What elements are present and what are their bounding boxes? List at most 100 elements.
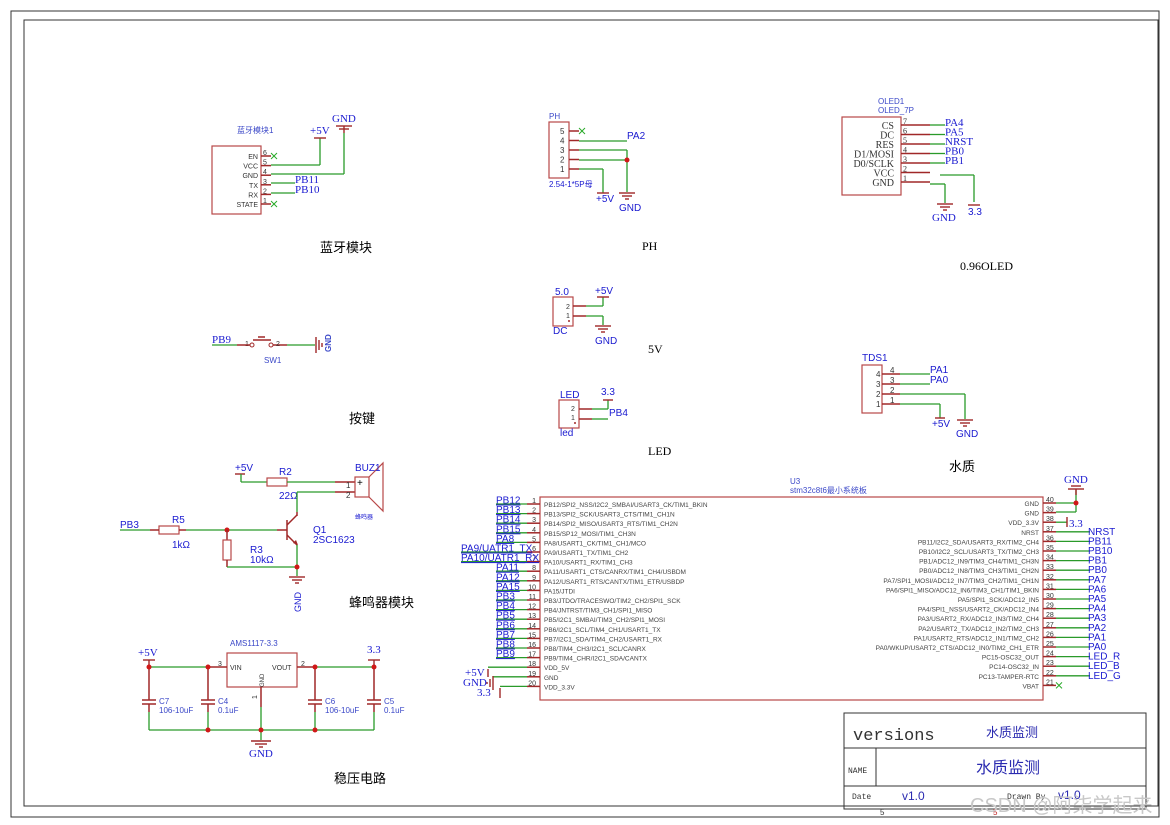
pin-number: 3 xyxy=(876,380,881,389)
net-label: PB1 xyxy=(1088,556,1107,567)
button-module: PB9 1 2 GND SW1 按键 xyxy=(212,334,375,426)
mcu-pin-name: VBAT xyxy=(1023,683,1040,690)
pin-number: 29 xyxy=(1046,603,1054,610)
pin-number: 1 xyxy=(566,313,570,320)
pin-number: 24 xyxy=(1046,651,1054,658)
net-label: PB13 xyxy=(496,505,521,516)
pin-number: 38 xyxy=(1046,516,1054,523)
net-label-pb0: PB0 xyxy=(945,146,964,158)
mcu-pin-name: PB14/SPI2_MISO/USART3_RTS/TIM1_CH2N xyxy=(544,521,678,528)
net-label: NRST xyxy=(1088,527,1115,538)
net-label: PA15 xyxy=(496,582,520,593)
ground-icon xyxy=(315,337,323,353)
net-label-pa5: PA5 xyxy=(945,127,964,139)
mcu-pin-name: PA9/USART1_TX/TIM1_CH2 xyxy=(544,550,629,557)
pin-number: 9 xyxy=(532,575,536,582)
net-label: PB7 xyxy=(496,630,515,641)
power-label-5v: +5V xyxy=(235,463,253,474)
ground-icon xyxy=(251,740,271,748)
no-connect-icon xyxy=(270,152,278,160)
mcu-module: U3 stm32c8t6最小系统板 1PB12/SPI2_NSS/I2C2_SM… xyxy=(461,474,1121,701)
pin-name: VCC xyxy=(873,169,894,180)
net-label: PB9 xyxy=(496,649,515,660)
led-title: LED xyxy=(648,444,672,458)
mcu-pin-name: PA4/SPI1_NSS/USART2_CK/ADC12_IN4 xyxy=(918,607,1040,614)
mcu-pin-name: PA0/WKUP/USART2_CTS/ADC12_IN0/TIM2_CH1_E… xyxy=(876,645,1040,652)
pin-number: 4 xyxy=(263,169,267,176)
mcu-pin-name: PB15/SP12_MOSI/TIM1_CH3N xyxy=(544,531,636,538)
mcu-right-33: 3.3 xyxy=(1069,518,1083,530)
mcu-pin-name: PB10/I2C2_SCL/USART3_TX/TIM2_CH3 xyxy=(919,549,1040,556)
r3-value: 10kΩ xyxy=(250,555,274,566)
mcu-pin-name: VDD_5V xyxy=(544,665,570,672)
pin-number: 3 xyxy=(532,517,536,524)
pin-name: EN xyxy=(248,154,258,161)
mcu-pin-name: PA10/USART1_RX/TIM1_CH3 xyxy=(544,560,633,567)
pin-number: 2 xyxy=(532,508,536,515)
cap-ref: C5 xyxy=(384,697,395,706)
junction-dot xyxy=(205,664,211,670)
regulator-ref: AMS1117-3.3 xyxy=(230,639,278,648)
power-label-5v: +5V xyxy=(595,286,613,297)
net-label: PA6 xyxy=(1088,584,1107,595)
versions-label: versions xyxy=(853,727,935,746)
mcu-ref: U3 xyxy=(790,477,801,486)
pin-number: 25 xyxy=(1046,641,1054,648)
dc-value: DC xyxy=(553,326,567,337)
q1-ref: Q1 xyxy=(313,525,327,536)
tds-body xyxy=(861,364,883,414)
pin-number: 33 xyxy=(1046,564,1054,571)
mcu-value: stm32c8t6最小系统板 xyxy=(790,485,867,495)
vin-pin-name: VIN xyxy=(230,665,242,672)
gnd-label: GND xyxy=(324,334,333,352)
net-label: PA1 xyxy=(1088,632,1107,643)
led-ref: LED xyxy=(560,390,579,401)
pin-number: 11 xyxy=(529,594,536,601)
net-label: PB12 xyxy=(496,496,521,507)
net-label-pb1: PB1 xyxy=(945,155,964,167)
name-value: 水质监测 xyxy=(976,759,1040,777)
date-label: Date xyxy=(852,793,871,802)
pin-number: 3 xyxy=(903,155,907,164)
r3-resistor-icon xyxy=(222,539,232,561)
r5-ref: R5 xyxy=(172,515,185,526)
pin-number: 2 xyxy=(571,406,575,413)
mcu-pin-name: PB0/ADC12_IN8/TIM3_CH3/TIM1_CH2N xyxy=(919,568,1039,575)
pin-number: 1 xyxy=(890,396,895,405)
net-label-pa0: PA0 xyxy=(930,375,949,386)
net-label-pa2: PA2 xyxy=(627,131,646,142)
button-title: 按键 xyxy=(349,411,375,426)
pin-number: 8 xyxy=(532,565,536,572)
mcu-pin-name: NRST xyxy=(1021,530,1039,537)
mcu-pin-name: VDD_3.3V xyxy=(1008,520,1039,527)
power-label-5v: +5V xyxy=(932,419,950,430)
pin-number: 10 xyxy=(528,584,536,591)
net-label-pa1: PA1 xyxy=(930,365,949,376)
ruler-number-right: 5 xyxy=(993,808,998,817)
no-connect-icon xyxy=(270,200,278,208)
mcu-pin-name: PA11/USART1_CTS/CANRX/TIM1_CH4/USBDM xyxy=(544,569,686,576)
mcu-pin-name: PA8/USART1_CK/TIM1_CH1/MCO xyxy=(544,540,646,547)
tds-ref: TDS1 xyxy=(862,353,888,364)
pin-number: 6 xyxy=(263,150,267,157)
net-label: PA4 xyxy=(1088,604,1107,615)
led-module: LED 2 1 3.3 PB4 led LED xyxy=(558,387,672,458)
net-label: PA9/UATR1_TX xyxy=(461,544,533,555)
ruler-number-left: 5 xyxy=(880,808,885,817)
regulator-title: 稳压电路 xyxy=(334,771,386,786)
buzzer-title: 蜂鸣器模块 xyxy=(349,595,414,610)
net-label: PA2 xyxy=(1088,623,1107,634)
pin-number: 5 xyxy=(532,536,536,543)
pin-number: 5 xyxy=(560,127,565,136)
bluetooth-ref: 蓝牙模块1 xyxy=(237,125,274,135)
net-label: PB11 xyxy=(1088,536,1112,547)
r2-value: 22Ω xyxy=(279,491,298,502)
power-label-33: 3.3 xyxy=(367,644,381,656)
junction-dot xyxy=(371,664,377,670)
mcu-pin-name: PA3/USART2_RX/ADC12_IN3/TIM2_CH4 xyxy=(917,616,1039,623)
net-label: PA12 xyxy=(496,572,520,583)
pin-number: 5 xyxy=(263,160,267,167)
pin-number: 14 xyxy=(528,623,536,630)
